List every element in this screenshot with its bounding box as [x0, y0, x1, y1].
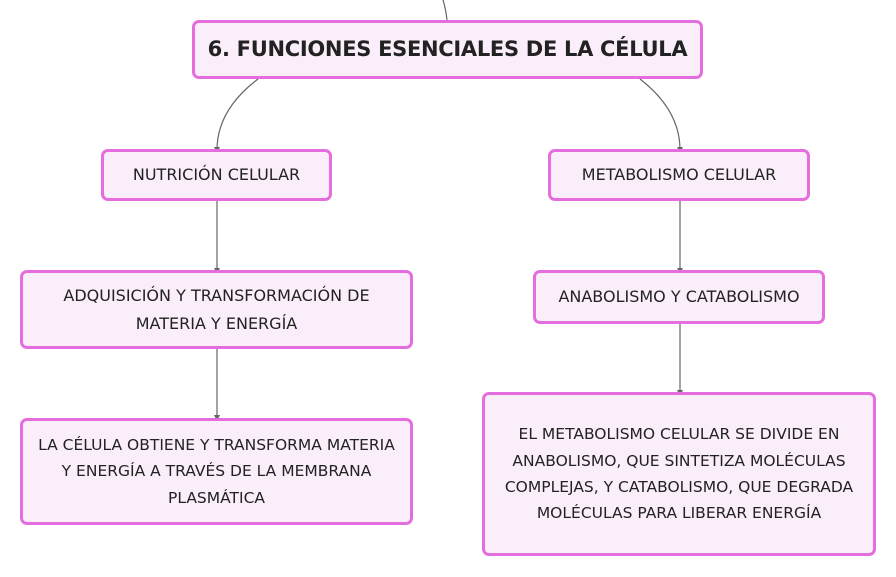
- node-adquisicion-transformacion[interactable]: ADQUISICIÓN Y TRANSFORMACIÓN DE MATERIA …: [20, 270, 413, 349]
- node-title[interactable]: 6. FUNCIONES ESENCIALES DE LA CÉLULA: [192, 20, 703, 79]
- connector-title-to-nutricion: [214, 78, 259, 153]
- node-nutricion-celular[interactable]: NUTRICIÓN CELULAR: [101, 149, 332, 201]
- node-anabolismo-catabolismo[interactable]: ANABOLISMO Y CATABOLISMO: [533, 270, 825, 324]
- connector-incoming: [442, 0, 448, 21]
- connector-title-to-metabolismo: [639, 78, 683, 153]
- node-metabolismo-celular[interactable]: METABOLISMO CELULAR: [548, 149, 810, 201]
- node-metabolismo-detail[interactable]: EL METABOLISMO CELULAR SE DIVIDE EN ANAB…: [482, 392, 876, 556]
- node-nutricion-detail[interactable]: LA CÉLULA OBTIENE Y TRANSFORMA MATERIA Y…: [20, 418, 413, 525]
